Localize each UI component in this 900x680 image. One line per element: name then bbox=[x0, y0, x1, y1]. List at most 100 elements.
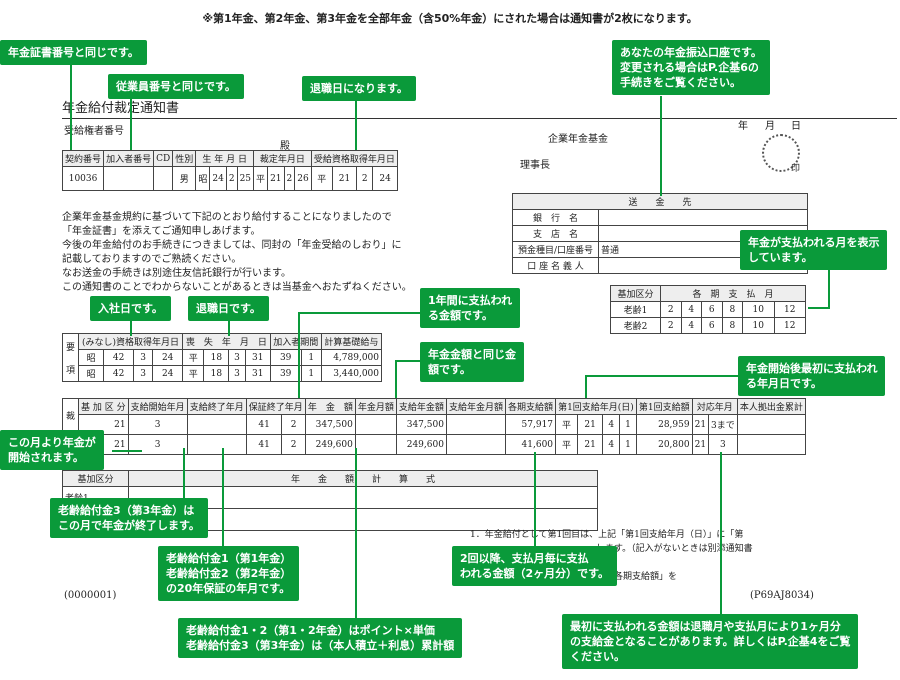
remit-row-branch: 支 店 名 bbox=[512, 225, 599, 242]
pm-month: 12 bbox=[773, 317, 806, 334]
det-header: 本人拠出金累計 bbox=[736, 398, 807, 415]
det-cell: 2 bbox=[281, 434, 306, 455]
id-cell: 25 bbox=[236, 166, 255, 191]
id-header-birth: 生 年 月 日 bbox=[195, 150, 255, 167]
id-header-qualify: 受給資格取得年月日 bbox=[310, 150, 399, 167]
connector-line bbox=[808, 307, 830, 309]
det-cell: 57,917 bbox=[504, 414, 557, 435]
req-cell: 3 bbox=[132, 349, 154, 366]
callout-retire-date: 退職日です。 bbox=[188, 296, 269, 321]
pm-month: 2 bbox=[660, 301, 682, 318]
callout-bank-account: あなたの年金振込口座です。 変更される場合はP.企基6の 手続きをご覧ください。 bbox=[612, 40, 770, 95]
det-cell bbox=[445, 434, 507, 455]
req-side-label: 要項 bbox=[62, 333, 79, 382]
footer-right-code: (P69AJ8034) bbox=[750, 590, 814, 601]
connector-line bbox=[585, 375, 740, 377]
req-cell: 42 bbox=[103, 365, 134, 382]
payment-months-table: 基加区分 各 期 支 払 月 老齢1 2 4 6 8 10 12 老齢2 2 4… bbox=[610, 285, 806, 334]
callout-retire-date-top: 退職日になります。 bbox=[302, 76, 416, 101]
req-cell: 31 bbox=[244, 365, 271, 382]
req-cell: 1 bbox=[300, 365, 322, 382]
det-cell bbox=[445, 414, 507, 435]
connector-line bbox=[298, 312, 423, 314]
callout-payment-month-display: 年金が支払われる月を表示 しています。 bbox=[740, 230, 888, 270]
det-cell bbox=[354, 414, 397, 435]
connector-line bbox=[660, 96, 662, 196]
det-cell: 249,600 bbox=[304, 434, 356, 455]
dono-label: 殿 bbox=[280, 141, 290, 152]
calc-header-left: 基加区分 bbox=[62, 470, 129, 487]
det-cell: 21 bbox=[576, 414, 604, 435]
req-cell: 3 bbox=[228, 349, 246, 366]
id-cell: 平 bbox=[310, 166, 333, 191]
det-cell bbox=[186, 414, 247, 435]
req-cell: 42 bbox=[103, 349, 134, 366]
req-cell: 24 bbox=[152, 349, 184, 366]
connector-line bbox=[828, 263, 830, 308]
id-cell: 21 bbox=[331, 166, 358, 191]
det-header: 保証終了年月 bbox=[245, 398, 306, 415]
callout-each-period: 2回以降、支払月毎に支払 われる金額（2ヶ月分）です。 bbox=[452, 546, 618, 586]
pm-month: 8 bbox=[721, 317, 744, 334]
det-header: 基 加 区 分 bbox=[78, 398, 129, 415]
det-cell: 41,600 bbox=[504, 434, 557, 455]
det-cell: 3 bbox=[708, 434, 738, 455]
req-side-1: 要 bbox=[65, 342, 75, 353]
det-header: 各期支給額 bbox=[504, 398, 557, 415]
date-day: 日 bbox=[791, 121, 801, 132]
callout-pension3-end: 老齢給付金3（第3年金）は この月で年金が終了します。 bbox=[50, 498, 208, 538]
req-header-loss: 喪 失 年 月 日 bbox=[182, 333, 271, 350]
req-cell: 39 bbox=[269, 349, 302, 366]
callout-employee-no: 従業員番号と同じです。 bbox=[108, 74, 244, 99]
det-header: 対応年月 bbox=[691, 398, 738, 415]
connector-line bbox=[355, 95, 357, 150]
det-header: 第1回支給年月(日) bbox=[555, 398, 637, 415]
calc-table: 基加区分 年 金 額 計 算 式 老齢1 bbox=[62, 470, 598, 531]
connector-line bbox=[130, 88, 132, 150]
id-table: 契約番号 加入者番号 CD 性別 生 年 月 日 裁定年月日 受給資格取得年月日… bbox=[61, 150, 399, 191]
pm-month: 6 bbox=[701, 301, 723, 318]
det-cell bbox=[354, 434, 397, 455]
connector-line bbox=[130, 316, 132, 336]
det-cell: 21 bbox=[576, 434, 604, 455]
id-header-contract: 契約番号 bbox=[61, 150, 105, 167]
det-cell: 3 bbox=[127, 434, 188, 455]
det-header: 年 金 額 bbox=[304, 398, 356, 415]
pm-row-label: 老齢1 bbox=[610, 301, 661, 318]
footer-left-code: (0000001) bbox=[64, 590, 117, 601]
id-header-decision: 裁定年月日 bbox=[253, 150, 312, 167]
det-cell: 4 bbox=[602, 414, 621, 435]
requirements-table: 要項 (みなし)資格取得年月日 喪 失 年 月 日 加入者期間 計算基礎給与 昭… bbox=[62, 333, 383, 382]
connector-line bbox=[395, 360, 420, 362]
req-header-salary: 計算基礎給与 bbox=[320, 333, 383, 350]
fund-name: 企業年金基金 bbox=[548, 134, 608, 145]
det-side-1: 裁 bbox=[65, 411, 75, 422]
req-cell: 昭 bbox=[77, 365, 105, 382]
pm-month: 10 bbox=[742, 301, 775, 318]
det-header: 第1回支給額 bbox=[635, 398, 693, 415]
det-cell: 1 bbox=[619, 414, 637, 435]
req-header-period: 加入者期間 bbox=[269, 333, 322, 350]
id-header-member: 加入者番号 bbox=[103, 150, 155, 167]
det-cell: 20,800 bbox=[635, 434, 693, 455]
document-title: 年金給付裁定通知書 bbox=[62, 97, 897, 119]
id-cell: 男 bbox=[172, 166, 197, 191]
det-cell: 平 bbox=[555, 434, 578, 455]
callout-pension-cert: 年金証書番号と同じです。 bbox=[0, 40, 147, 65]
det-cell bbox=[186, 434, 247, 455]
id-cell: 2 bbox=[283, 166, 296, 191]
callout-first-amount: 最初に支払われる金額は退職月や支払月により1ヶ月分 の支給金となることがあります… bbox=[562, 614, 859, 669]
req-cell: 31 bbox=[244, 349, 271, 366]
det-cell: 249,600 bbox=[395, 434, 447, 455]
remit-row-bank: 銀 行 名 bbox=[512, 209, 599, 226]
callout-guarantee-end: 老齢給付金1（第1年金） 老齢給付金2（第2年金） の20年保証の年月です。 bbox=[158, 546, 300, 601]
det-cell: 平 bbox=[555, 414, 578, 435]
pm-header-left: 基加区分 bbox=[610, 285, 661, 302]
det-cell: 347,500 bbox=[304, 414, 356, 435]
notes-text: 1．年金給付として第1回目は、上記「第1回支給年月（日）」に「第 します。（記入… bbox=[470, 530, 753, 582]
req-cell: 4,789,000 bbox=[320, 349, 383, 366]
determination-table: 裁定 基 加 区 分 支給開始年月 支給終了年月 保証終了年月 年 金 額 年金… bbox=[62, 398, 807, 455]
id-cell: 10036 bbox=[61, 166, 105, 191]
det-cell: 347,500 bbox=[395, 414, 447, 435]
det-cell: 1 bbox=[619, 434, 637, 455]
